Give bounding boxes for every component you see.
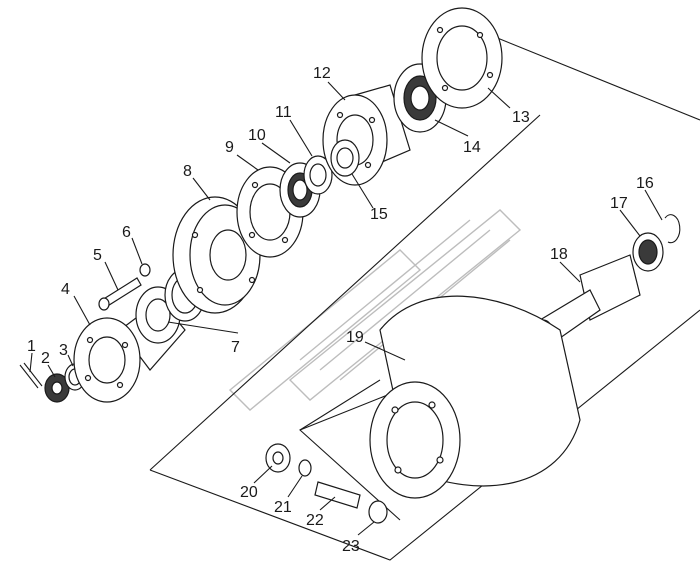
callout-10: 10 [248, 127, 266, 144]
callout-12: 12 [313, 65, 331, 82]
callout-2: 2 [41, 350, 50, 367]
callout-23: 23 [342, 538, 360, 555]
part-2-castle-nut [44, 373, 70, 403]
callout-5: 5 [93, 247, 102, 264]
assembly-frame-lower [299, 379, 401, 521]
part-23-dowel [368, 500, 388, 524]
callout-6: 6 [122, 224, 131, 241]
leader-lines [29, 81, 663, 536]
part-20-nut [265, 443, 291, 473]
callout-3: 3 [59, 342, 68, 359]
callout-4: 4 [61, 281, 70, 298]
callout-20: 20 [240, 484, 258, 501]
callout-15: 15 [370, 206, 388, 223]
part-5-bolt [98, 277, 142, 311]
watermark-logo [228, 209, 522, 411]
callout-19: 19 [346, 329, 364, 346]
part-11-spacer [303, 155, 333, 195]
callout-16: 16 [636, 175, 654, 192]
part-13-gasket-plate [421, 7, 503, 109]
callout-18: 18 [550, 246, 568, 263]
callout-13: 13 [512, 109, 530, 126]
part-15-shim [330, 139, 360, 177]
callout-1: 1 [27, 338, 36, 355]
callout-8: 8 [183, 163, 192, 180]
callout-7: 7 [231, 339, 240, 356]
part-16-snap-ring [664, 214, 681, 244]
callout-9: 9 [225, 139, 234, 156]
callout-21: 21 [274, 499, 292, 516]
callout-17: 17 [610, 195, 628, 212]
callout-labels: 1 2 3 4 5 6 7 8 9 10 11 12 13 14 15 16 1… [27, 65, 654, 555]
part-17-pilot-bearing [632, 232, 664, 272]
callout-22: 22 [306, 512, 324, 529]
callout-14: 14 [463, 139, 481, 156]
callout-11: 11 [275, 104, 292, 121]
part-6-lock-washer [139, 263, 151, 277]
assembly-frame-upper [149, 34, 700, 561]
part-19-carrier-housing [369, 295, 581, 499]
part-21-washer [298, 459, 312, 477]
part-1-cotter-pin [19, 362, 43, 389]
part-22-stud [314, 481, 361, 509]
part-14-bearing [393, 63, 447, 133]
